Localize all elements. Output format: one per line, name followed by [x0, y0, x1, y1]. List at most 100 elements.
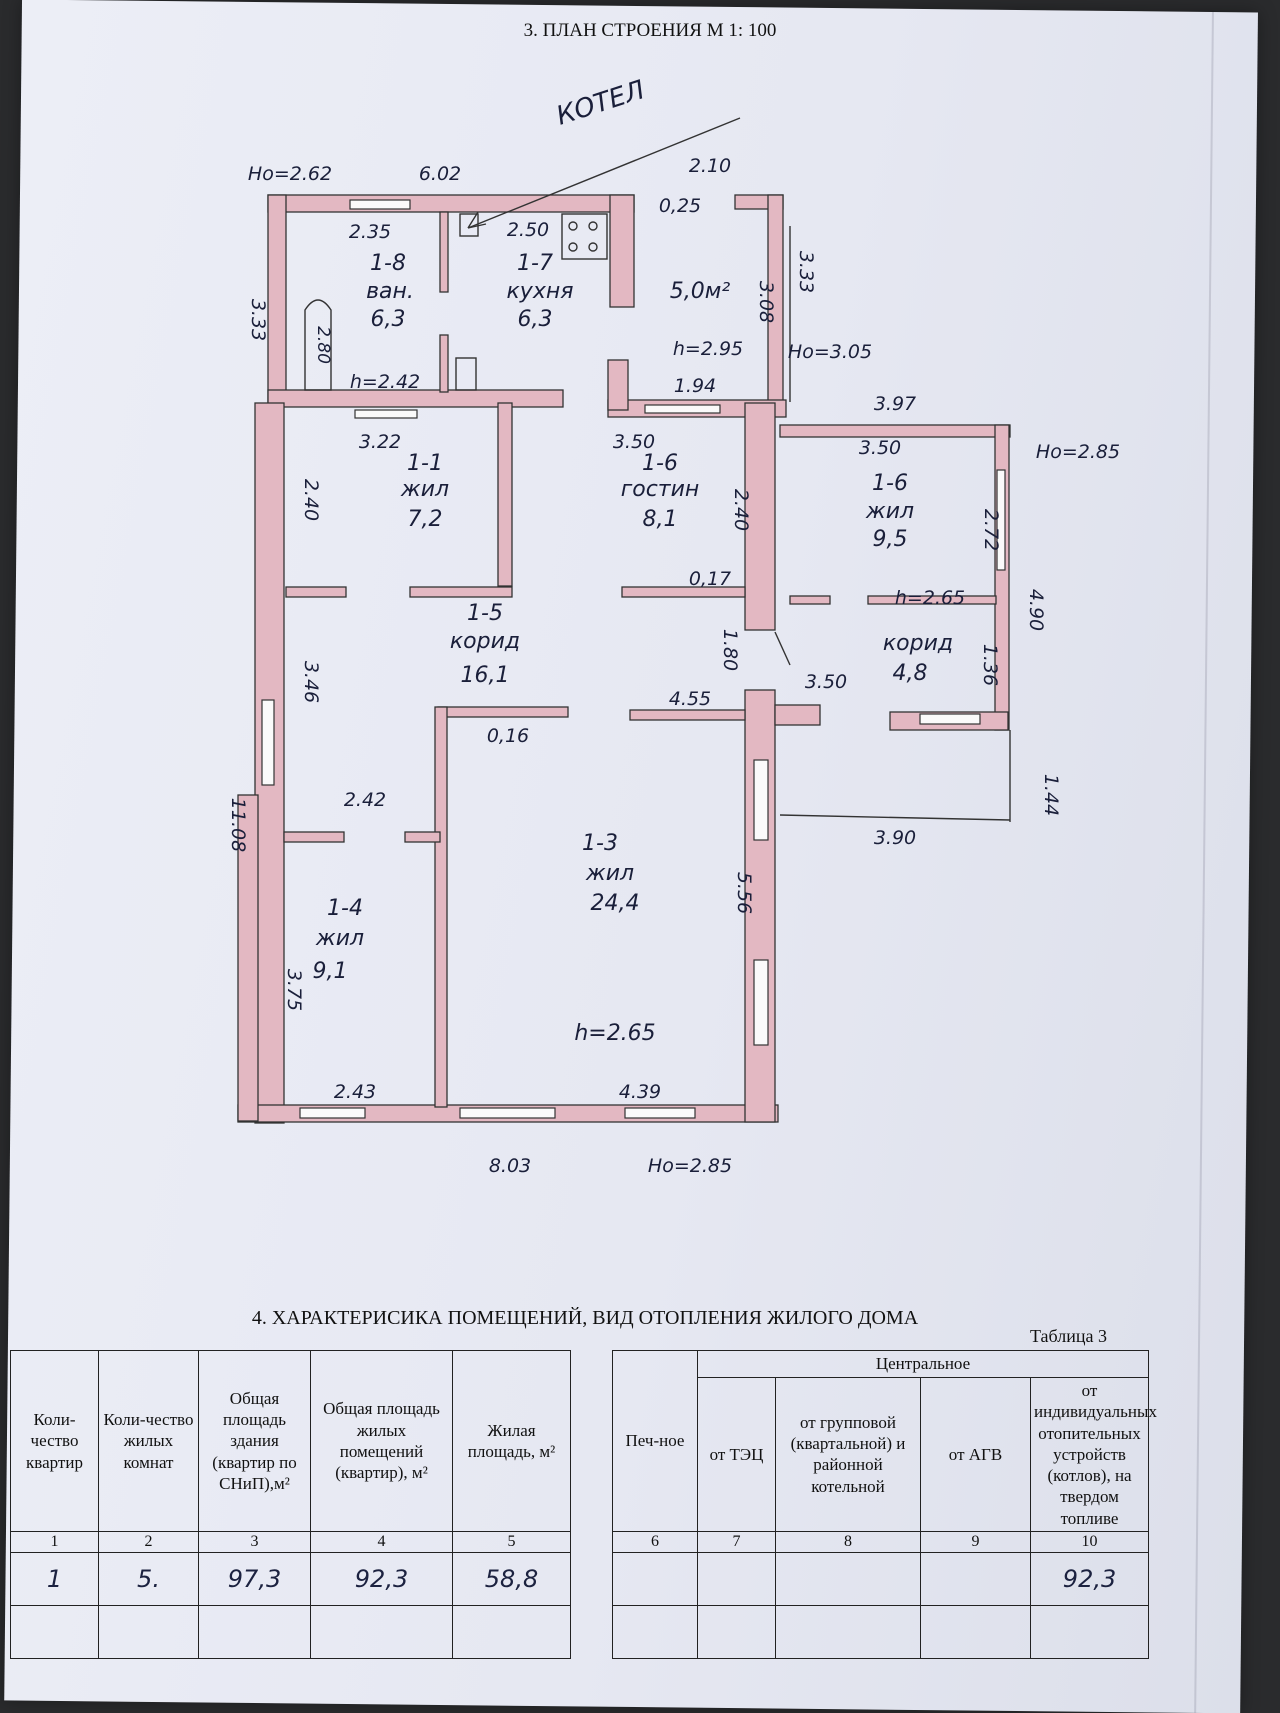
wall-mid-upper — [267, 389, 564, 408]
header-cell: от АГВ — [920, 1377, 1031, 1532]
wall-room-1-4-top — [283, 831, 345, 843]
header-cell: Жилая площадь, м² — [452, 1350, 571, 1532]
table-row-empty — [10, 1604, 1150, 1659]
room-num: 1-6 — [872, 471, 908, 496]
svg-text:4.39: 4.39 — [619, 1081, 661, 1103]
wall-annex-bottom-left — [774, 704, 821, 726]
svg-text:11.08: 11.08 — [227, 798, 249, 852]
window — [354, 409, 418, 419]
table-number-row: 1 2 3 4 5 6 7 8 9 10 — [10, 1530, 1150, 1553]
svg-text:2.50: 2.50 — [507, 219, 549, 241]
header-cell: от групповой (квартальной) и районной ко… — [775, 1377, 921, 1532]
room-num: 1-6 — [642, 451, 678, 476]
value-cell — [920, 1551, 1031, 1606]
room-labels: 1-8 ван. 6,3 1-7 кухня 6,3 1-1 жил 7,2 1… — [313, 251, 954, 984]
room-area: 16,1 — [461, 663, 510, 688]
svg-text:3.50: 3.50 — [613, 431, 655, 453]
table-gap — [570, 1350, 613, 1659]
svg-text:1.44: 1.44 — [1040, 774, 1062, 816]
header-cell: Общая площадь здания (квартир по СНиП),м… — [198, 1350, 311, 1532]
svg-text:3.75: 3.75 — [283, 969, 305, 1011]
value-cell: 1 — [10, 1551, 99, 1606]
wall-corridor-top-3 — [621, 586, 746, 598]
svg-text:2.80: 2.80 — [313, 326, 333, 364]
wall-top-left — [267, 194, 635, 213]
svg-text:Hо=3.05: Hо=3.05 — [788, 341, 872, 363]
svg-text:5.56: 5.56 — [733, 872, 755, 914]
window — [753, 959, 769, 1046]
value-cell: 92,3 — [1029, 1551, 1150, 1606]
svg-text:8.03: 8.03 — [489, 1155, 531, 1177]
room-name: жил — [585, 861, 634, 886]
wall-corridor-bottom-1 — [437, 706, 569, 718]
floor-plan: КОТЕЛ 1-8 ван. 6,3 1-7 кухня 6,3 1-1 жил… — [227, 75, 1120, 1177]
svg-text:3.46: 3.46 — [300, 661, 322, 703]
window — [919, 713, 981, 725]
svg-text:1.36: 1.36 — [979, 644, 1001, 686]
header-cell-central: Центральное — [696, 1350, 1150, 1378]
svg-text:3.97: 3.97 — [874, 393, 916, 415]
room-area: 9,1 — [313, 959, 348, 984]
table-subheader-row: от ТЭЦ от групповой (квартальной) и райо… — [11, 1377, 1157, 1532]
svg-text:0,17: 0,17 — [689, 568, 731, 590]
wall-corridor-top-1 — [285, 586, 347, 598]
window — [261, 699, 275, 786]
table-label: Таблица 3 — [1030, 1326, 1107, 1346]
dimension-labels: Hо=2.62 6.02 2.10 0,25 2.35 2.50 3.33 2.… — [227, 155, 1120, 1177]
wall-corridor-bottom-2 — [629, 709, 746, 721]
annotation-arrow — [467, 117, 741, 229]
room-name: гостин — [621, 477, 700, 502]
plan-title: 3. ПЛАН СТРОЕНИЯ М 1: 100 — [523, 20, 777, 41]
wall-left-upper — [267, 194, 287, 404]
svg-text:2.42: 2.42 — [344, 789, 386, 811]
svg-text:2.10: 2.10 — [689, 155, 731, 177]
table-row: 1 5. 97,3 92,3 58,8 92,3 — [10, 1551, 1150, 1606]
svg-text:4.90: 4.90 — [1025, 589, 1047, 631]
svg-text:2.35: 2.35 — [349, 221, 391, 243]
wall-room-1-3-left — [434, 706, 448, 1108]
svg-text:Hо=2.85: Hо=2.85 — [1036, 441, 1120, 463]
window — [459, 1107, 556, 1119]
stove — [561, 213, 608, 260]
header-cell: Печ-ное — [612, 1350, 698, 1532]
wall-left-lower — [237, 794, 259, 1122]
svg-text:2.40: 2.40 — [300, 479, 322, 521]
wall-center-vertical — [744, 402, 776, 631]
svg-text:3.08: 3.08 — [755, 281, 777, 323]
room-area: 5,0м² — [670, 279, 731, 304]
svg-text:6.02: 6.02 — [419, 163, 461, 185]
bathtub — [304, 299, 332, 391]
svg-text:2.72: 2.72 — [980, 509, 1002, 551]
room-num: 1-4 — [327, 896, 363, 921]
room-name: кухня — [507, 279, 574, 304]
window — [624, 1107, 696, 1119]
room-name: ван. — [366, 279, 414, 304]
svg-text:2.43: 2.43 — [334, 1081, 376, 1103]
boiler — [455, 357, 477, 391]
window — [644, 404, 721, 414]
value-cell: 92,3 — [310, 1551, 453, 1606]
value-cell: 5. — [98, 1551, 199, 1606]
svg-text:h=2.65: h=2.65 — [895, 587, 965, 609]
room-name: жил — [865, 499, 914, 524]
walls — [237, 194, 1011, 1124]
svg-text:3.33: 3.33 — [247, 299, 269, 341]
window — [753, 759, 769, 841]
room-num: 1-3 — [582, 831, 618, 856]
svg-text:Hо=2.62: Hо=2.62 — [248, 163, 332, 185]
room-area: 24,4 — [591, 891, 640, 916]
annotation-kotel: КОТЕЛ — [553, 75, 649, 132]
svg-text:h=2.42: h=2.42 — [350, 371, 420, 393]
svg-text:3.22: 3.22 — [359, 431, 401, 453]
wall-kitchen-right — [609, 194, 635, 308]
room-name: корид — [883, 631, 953, 656]
value-cell: 58,8 — [452, 1551, 571, 1606]
wall-annex-top — [779, 424, 1011, 438]
svg-text:1.80: 1.80 — [719, 629, 741, 671]
boiler-top — [459, 213, 479, 237]
room-num: 1-1 — [407, 451, 443, 476]
window — [349, 199, 411, 210]
room-area: 8,1 — [643, 507, 678, 532]
header-cell: от ТЭЦ — [697, 1377, 776, 1532]
room-num: 1-8 — [370, 251, 406, 276]
